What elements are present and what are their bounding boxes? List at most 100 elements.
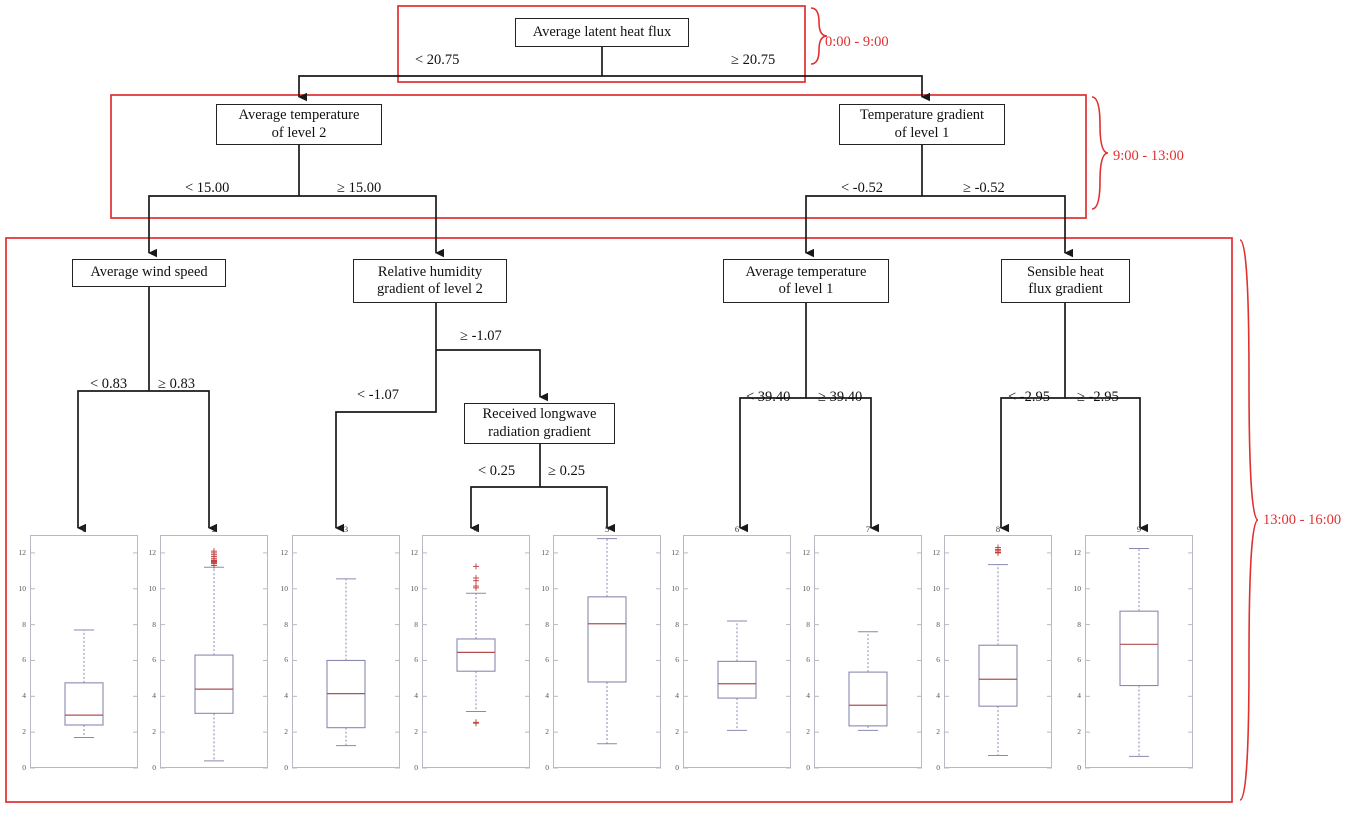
boxplot-y-tick-label: 10	[280, 583, 289, 593]
node-label: Average wind speed	[90, 264, 208, 281]
boxplot-y-tick-label: 2	[545, 727, 549, 737]
boxplot-y-tick-label: 10	[932, 583, 941, 593]
boxplot-y-tick-label: 4	[806, 691, 810, 701]
edge-n0-to-n2	[602, 75, 930, 102]
node-sensible-heat-flux-gradient[interactable]: Sensible heat flux gradient	[1001, 259, 1130, 303]
boxplot-y-tick-label: 6	[414, 655, 418, 665]
edge-n6-to-bp7	[806, 397, 879, 533]
period-label-13-16: 13:00 - 16:00	[1263, 512, 1342, 528]
node-label-line-2: gradient of level 2	[377, 281, 483, 297]
boxplot-y-tick-label: 4	[152, 691, 156, 701]
boxplot-title: 6	[734, 524, 740, 534]
edge-label-n3-left: < 0.83	[90, 376, 128, 392]
boxplot-y-tick-label: 4	[675, 691, 679, 701]
boxplot-title: 3	[343, 524, 349, 534]
boxplot-y-tick-label: 8	[545, 619, 549, 629]
boxplot-y-tick-label: 2	[414, 727, 418, 737]
boxplot-y-tick-label: 2	[675, 727, 679, 737]
edge-label-n4-right: ≥ -1.07	[460, 328, 502, 344]
boxplot-y-tick-label: 8	[936, 619, 940, 629]
boxplot-title: 7	[865, 524, 871, 534]
boxplot-y-tick-label: 12	[671, 547, 680, 557]
boxplot-y-tick-label: 6	[1077, 655, 1081, 665]
edge-n2-to-n7	[922, 195, 1073, 258]
boxplot-panel	[553, 535, 661, 768]
node-label-line-2: flux gradient	[1028, 281, 1103, 297]
edge-n7-to-bp9	[1065, 397, 1148, 533]
edge-n5-to-bp4	[470, 486, 540, 533]
node-average-latent-heat-flux[interactable]: Average latent heat flux	[515, 18, 689, 47]
node-label-line-1: Average temperature	[238, 107, 360, 124]
boxplot-y-tick-label: 12	[410, 547, 419, 557]
edge-n1-to-n3	[148, 195, 299, 258]
boxplot-y-tick-label: 0	[806, 763, 810, 772]
boxplot-y-tick-label: 0	[675, 763, 679, 772]
period-frame-13-16	[5, 237, 1233, 803]
boxplot-y-tick-label: 10	[410, 583, 419, 593]
boxplot-y-tick-label: 8	[284, 619, 288, 629]
boxplot-y-tick-label: 6	[284, 655, 288, 665]
boxplot-y-tick-label: 0	[1077, 763, 1081, 772]
node-received-longwave-radiation-gradient[interactable]: Received longwave radiation gradient	[464, 403, 615, 444]
boxplot-title: 8	[995, 524, 1001, 534]
period-bracket-13-16	[1239, 239, 1259, 801]
boxplot-y-tick-label: 6	[152, 655, 156, 665]
edge-n4-to-bp3	[335, 350, 437, 533]
node-label-line-1: Received longwave	[482, 406, 597, 423]
boxplot-y-tick-label: 0	[22, 763, 26, 772]
boxplot-y-tick-label: 10	[671, 583, 680, 593]
boxplot-y-tick-label: 8	[22, 619, 26, 629]
node-average-wind-speed[interactable]: Average wind speed	[72, 259, 226, 287]
boxplot-y-tick-label: 6	[545, 655, 549, 665]
boxplot-y-tick-label: 12	[148, 547, 157, 557]
boxplot-y-tick-label: 4	[284, 691, 288, 701]
period-bracket-0-9	[810, 7, 828, 65]
edge-n1-to-n4	[299, 195, 444, 258]
edge-label-n7-left: < -2.95	[1008, 389, 1051, 405]
node-average-temperature-level-2[interactable]: Average temperature of level 2	[216, 104, 382, 145]
boxplot-title: 2	[211, 524, 217, 534]
edge-label-n1-right: ≥ 15.00	[337, 180, 382, 196]
boxplot-title: 5	[604, 524, 610, 534]
boxplot-y-tick-label: 12	[932, 547, 941, 557]
edge-n3-to-bp1	[77, 390, 149, 533]
edge-label-n4-left: < -1.07	[357, 387, 400, 403]
boxplot-y-tick-label: 10	[802, 583, 811, 593]
boxplot-y-tick-label: 10	[18, 583, 27, 593]
boxplot-y-tick-label: 10	[148, 583, 157, 593]
boxplot-y-tick-label: 2	[806, 727, 810, 737]
boxplot-panel	[944, 535, 1052, 768]
node-temperature-gradient-level-1[interactable]: Temperature gradient of level 1	[839, 104, 1005, 145]
node-label-line-1: Temperature gradient	[859, 107, 985, 124]
boxplot-y-tick-label: 8	[806, 619, 810, 629]
boxplot-y-tick-label: 2	[22, 727, 26, 737]
boxplot-y-tick-label: 4	[545, 691, 549, 701]
boxplot-y-tick-label: 10	[541, 583, 550, 593]
node-label-line-1: Average temperature	[745, 263, 867, 280]
boxplot-y-tick-label: 6	[806, 655, 810, 665]
boxplot-y-tick-label: 10	[1073, 583, 1082, 593]
node-average-temperature-level-1[interactable]: Average temperature of level 1	[723, 259, 889, 303]
boxplot-y-tick-label: 12	[541, 547, 550, 557]
boxplot-y-tick-label: 12	[280, 547, 289, 557]
boxplot-y-tick-label: 4	[22, 691, 26, 701]
boxplot-y-tick-label: 0	[936, 763, 940, 772]
edge-label-n1-left: < 15.00	[185, 180, 230, 196]
node-relative-humidity-gradient-level-2[interactable]: Relative humidity gradient of level 2	[353, 259, 507, 303]
boxplot-y-tick-label: 12	[18, 547, 27, 557]
boxplot-y-tick-label: 4	[1077, 691, 1081, 701]
node-label-line-2: radiation gradient	[488, 423, 591, 440]
boxplot-y-tick-label: 8	[414, 619, 418, 629]
edge-n2-to-n6	[805, 195, 922, 258]
